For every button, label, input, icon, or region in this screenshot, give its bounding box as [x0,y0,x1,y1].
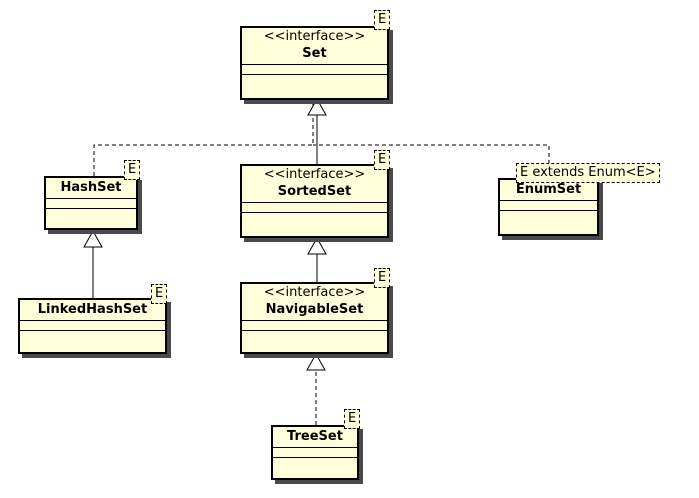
type-parameter: E [374,10,391,30]
class-box-navigableset[interactable]: <<interface>> NavigableSet [240,282,389,354]
operations-compartment [273,458,357,478]
attributes-compartment [20,321,165,331]
type-parameter: E extends Enum<E> [516,163,660,183]
arrowhead-sortedset [307,236,327,255]
attributes-compartment [273,448,357,458]
realization-hashset-to-set [93,101,314,176]
operations-compartment [46,209,136,228]
class-header: TreeSet [273,427,357,448]
type-parameter: E [124,160,141,180]
class-box-treeset[interactable]: TreeSet [271,425,359,480]
attributes-compartment [500,201,597,211]
class-box-hashset[interactable]: HashSet [44,176,138,230]
operations-compartment [242,75,387,98]
class-header: EnumSet [500,180,597,201]
class-name: EnumSet [515,182,582,197]
class-header: <<interface>> NavigableSet [242,284,387,321]
attributes-compartment [242,65,387,75]
stereotype-label: <<interface>> [263,285,366,300]
operations-compartment [500,211,597,234]
class-header: HashSet [46,178,136,199]
type-parameter: E [151,284,168,304]
class-name: LinkedHashSet [37,302,148,317]
type-parameter: E [344,409,361,429]
class-header: <<interface>> Set [242,28,387,65]
class-name: Set [302,46,327,61]
type-parameter: E [374,150,391,170]
attributes-compartment [242,321,387,331]
class-name: TreeSet [287,429,343,444]
stereotype-label: <<interface>> [263,29,366,44]
class-name: SortedSet [277,184,352,199]
attributes-compartment [242,203,387,213]
class-name: NavigableSet [265,302,364,317]
operations-compartment [242,331,387,352]
operations-compartment [242,213,387,236]
operations-compartment [20,331,165,352]
class-box-sortedset[interactable]: <<interface>> SortedSet [240,164,389,238]
attributes-compartment [46,199,136,209]
class-box-set[interactable]: <<interface>> Set [240,26,389,100]
arrowhead-navigableset [306,352,326,371]
type-parameter: E [374,268,391,288]
class-box-enumset[interactable]: EnumSet [498,178,599,236]
class-header: <<interface>> SortedSet [242,166,387,203]
stereotype-label: <<interface>> [263,167,366,182]
arrowhead-set [307,97,327,116]
arrowhead-hashset [83,229,103,248]
class-box-linkedhashset[interactable]: LinkedHashSet [18,298,167,354]
class-name: HashSet [60,180,122,195]
class-header: LinkedHashSet [20,300,165,321]
